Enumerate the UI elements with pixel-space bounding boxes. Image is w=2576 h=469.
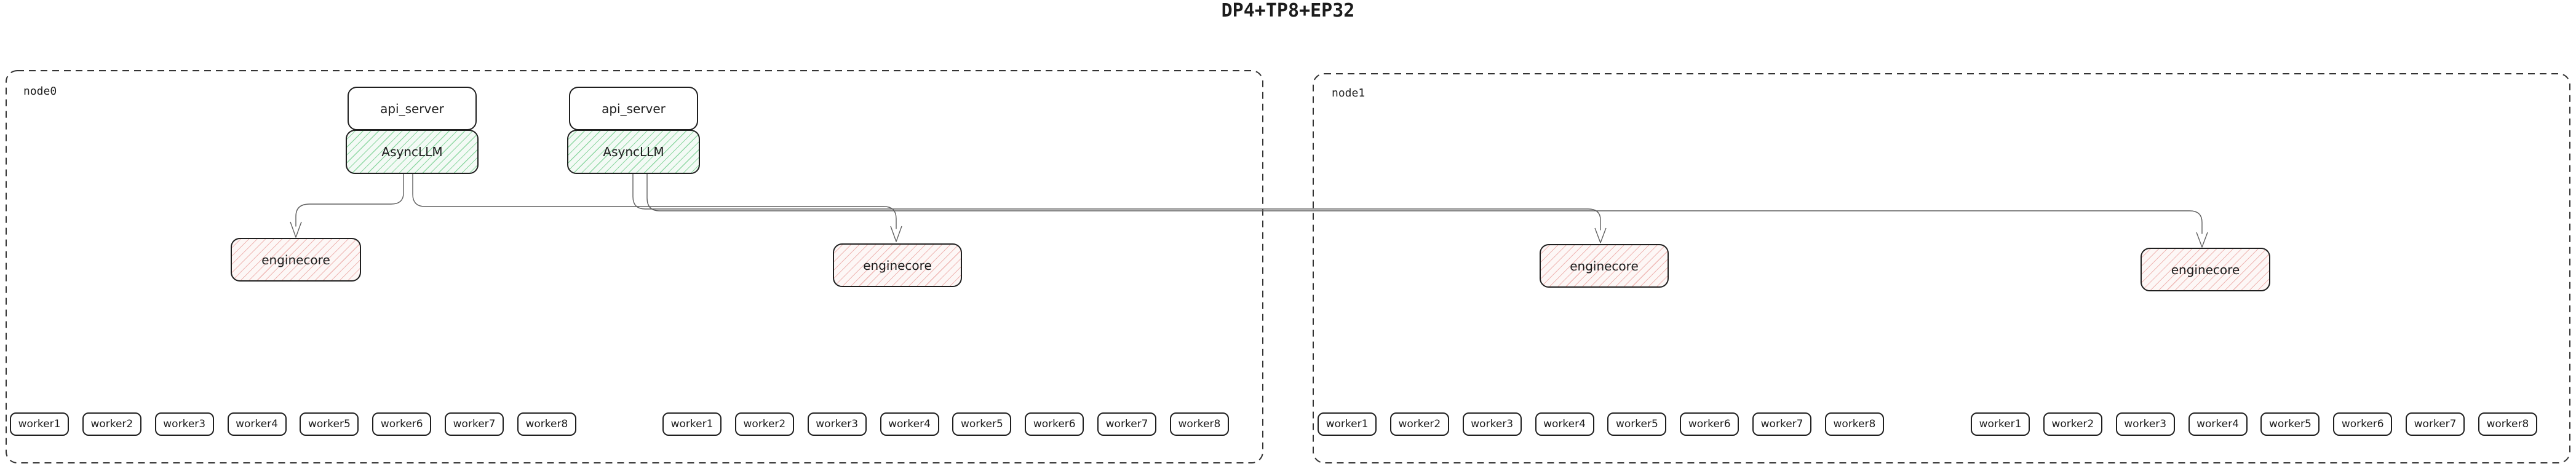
worker-label: worker5 — [2268, 418, 2312, 430]
worker-label: worker8 — [525, 418, 568, 430]
worker-label: worker2 — [90, 418, 133, 430]
worker-label: worker7 — [1760, 418, 1803, 430]
edge-asyncllm2-enginecore4 — [646, 173, 2203, 234]
worker-box: worker6 — [2333, 412, 2393, 436]
worker-label: worker3 — [163, 418, 206, 430]
worker-label: worker3 — [1471, 418, 1514, 430]
api-server-1-label: api_server — [380, 101, 444, 116]
worker-box: worker3 — [1462, 412, 1522, 436]
worker-label: worker6 — [1033, 418, 1076, 430]
worker-label: worker2 — [743, 418, 786, 430]
node1-container — [1313, 73, 2570, 463]
worker-label: worker6 — [2341, 418, 2384, 430]
worker-label: worker2 — [1398, 418, 1441, 430]
worker-label: worker1 — [1326, 418, 1369, 430]
worker-box: worker7 — [1097, 412, 1157, 436]
worker-box: worker4 — [1535, 412, 1594, 436]
worker-label: worker5 — [1615, 418, 1658, 430]
node0-container — [6, 70, 1263, 463]
worker-label: worker2 — [2051, 418, 2094, 430]
worker-box: worker3 — [2115, 412, 2175, 436]
worker-box: worker3 — [154, 412, 214, 436]
edge-asyncllm1-enginecore1 — [295, 173, 404, 227]
worker-box: worker2 — [1389, 412, 1449, 436]
worker-label: worker4 — [1543, 418, 1586, 430]
worker-box: worker8 — [1169, 412, 1229, 436]
arrowhead-enginecore1 — [290, 221, 302, 238]
node1-label: node1 — [1332, 87, 1366, 100]
worker-box: worker4 — [227, 412, 287, 436]
asyncllm-2-box: AsyncLLM — [567, 130, 700, 174]
worker-label: worker1 — [1979, 418, 2022, 430]
api-server-2-box: api_server — [569, 87, 698, 130]
worker-label: worker4 — [236, 418, 278, 430]
worker-box: worker1 — [1971, 412, 2030, 436]
worker-label: worker5 — [308, 418, 351, 430]
worker-label: worker4 — [2196, 418, 2239, 430]
enginecore-4-box: enginecore — [2141, 248, 2270, 291]
worker-box: worker8 — [1824, 412, 1884, 436]
arrowhead-enginecore2 — [890, 226, 902, 242]
worker-label: worker4 — [888, 418, 931, 430]
enginecore-3-box: enginecore — [1540, 244, 1669, 288]
worker-box: worker2 — [734, 412, 794, 436]
node0-label: node0 — [23, 85, 57, 98]
worker-box: worker5 — [300, 412, 359, 436]
worker-label: worker1 — [18, 418, 61, 430]
diagram-title: DP4+TP8+EP32 — [1221, 0, 1355, 22]
worker-box: worker2 — [82, 412, 141, 436]
asyncllm-1-box: AsyncLLM — [346, 130, 479, 174]
worker-label: worker3 — [2124, 418, 2167, 430]
worker-label: worker8 — [2486, 418, 2529, 430]
worker-box: worker6 — [1680, 412, 1739, 436]
worker-box: worker7 — [445, 412, 504, 436]
arrowhead-enginecore3 — [1594, 227, 1607, 243]
worker-label: worker7 — [453, 418, 496, 430]
worker-box: worker1 — [10, 412, 69, 436]
arrowhead-enginecore4 — [2196, 232, 2208, 248]
worker-box: worker1 — [662, 412, 722, 436]
worker-box: worker3 — [807, 412, 867, 436]
worker-group-1: worker1 worker2 worker3 worker4 worker5 … — [10, 412, 576, 436]
worker-box: worker2 — [2043, 412, 2102, 436]
enginecore-3-label: enginecore — [1570, 258, 1639, 274]
enginecore-1-label: enginecore — [261, 252, 330, 267]
worker-box: worker6 — [372, 412, 432, 436]
worker-box: worker5 — [1607, 412, 1667, 436]
asyncllm-2-label: AsyncLLM — [603, 144, 664, 159]
worker-box: worker5 — [952, 412, 1012, 436]
worker-box: worker7 — [1752, 412, 1812, 436]
worker-group-3: worker1 worker2 worker3 worker4 worker5 … — [1318, 412, 1884, 436]
worker-label: worker3 — [816, 418, 859, 430]
worker-label: worker7 — [1105, 418, 1148, 430]
enginecore-4-label: enginecore — [2171, 262, 2240, 277]
worker-label: worker5 — [960, 418, 1003, 430]
worker-label: worker7 — [2414, 418, 2457, 430]
worker-box: worker8 — [2478, 412, 2537, 436]
edge-asyncllm1-enginecore2 — [412, 173, 897, 229]
worker-label: worker8 — [1833, 418, 1876, 430]
worker-box: worker7 — [2406, 412, 2465, 436]
worker-label: worker6 — [380, 418, 423, 430]
enginecore-2-box: enginecore — [833, 243, 962, 287]
worker-label: worker6 — [1688, 418, 1731, 430]
worker-box: worker8 — [517, 412, 576, 436]
api-server-2-label: api_server — [602, 101, 666, 116]
api-server-1-box: api_server — [348, 87, 477, 130]
enginecore-2-label: enginecore — [863, 258, 932, 273]
worker-box: worker4 — [880, 412, 939, 436]
worker-box: worker4 — [2188, 412, 2248, 436]
worker-group-4: worker1 worker2 worker3 worker4 worker5 … — [1971, 412, 2537, 436]
worker-label: worker1 — [670, 418, 714, 430]
enginecore-1-box: enginecore — [231, 238, 361, 282]
worker-box: worker1 — [1318, 412, 1377, 436]
worker-box: worker5 — [2260, 412, 2320, 436]
worker-group-2: worker1 worker2 worker3 worker4 worker5 … — [662, 412, 1229, 436]
worker-label: worker8 — [1178, 418, 1221, 430]
asyncllm-1-label: AsyncLLM — [381, 144, 443, 159]
worker-box: worker6 — [1025, 412, 1084, 436]
edge-asyncllm2-enginecore3 — [632, 173, 1601, 231]
